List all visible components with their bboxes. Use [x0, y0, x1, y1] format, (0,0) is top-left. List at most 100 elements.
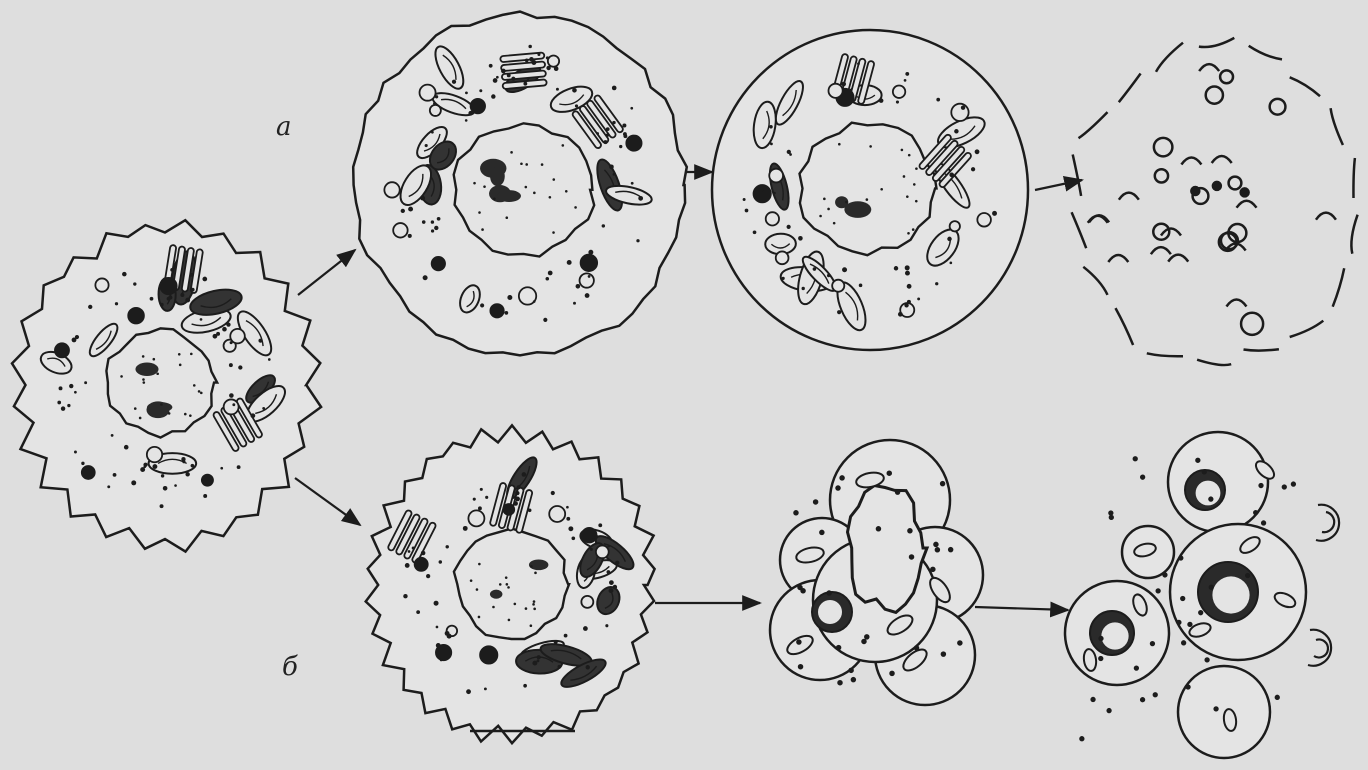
ribosome	[1151, 642, 1154, 645]
ribosome	[606, 134, 609, 137]
ribosome	[1276, 696, 1279, 699]
ribosome	[416, 610, 420, 614]
nuclear-granule	[880, 188, 883, 191]
ribosome	[161, 474, 164, 477]
ribosome	[1181, 597, 1184, 600]
nuclear-granule	[552, 178, 555, 181]
nuclear-granule	[120, 375, 123, 378]
ribosome	[229, 363, 233, 367]
ribosome	[813, 267, 817, 271]
nuclear-granule	[565, 190, 568, 193]
organelle-remnant	[1153, 224, 1169, 240]
ribosome	[465, 119, 468, 122]
ribosome	[630, 107, 633, 110]
ribosome	[799, 665, 802, 668]
nuclear-granule	[533, 192, 536, 195]
ribosome	[1100, 637, 1103, 640]
ribosome	[1178, 621, 1181, 624]
membrane-fragment	[1079, 112, 1108, 138]
nuclear-granule	[153, 358, 156, 361]
membrane-fragment	[1073, 155, 1081, 196]
ribosome	[613, 585, 617, 589]
ribosome	[174, 484, 177, 487]
ribosome	[133, 282, 136, 285]
nuclear-granule	[492, 606, 495, 609]
ribosome	[1187, 686, 1190, 689]
chromatin	[146, 401, 169, 418]
ribosome	[203, 494, 207, 498]
ribosome	[770, 142, 773, 145]
vesicle	[581, 596, 593, 608]
nuclear-granule	[184, 413, 187, 416]
ribosome	[896, 100, 899, 103]
organelle-remnant	[1199, 64, 1219, 71]
membrane-fragment	[1197, 360, 1231, 365]
vesicle	[548, 55, 559, 66]
ribosome	[576, 284, 581, 289]
ribosome	[81, 462, 84, 465]
ribosome	[1108, 709, 1111, 712]
ribosome	[609, 580, 614, 585]
nuclear-granule	[552, 231, 555, 234]
ribosome	[222, 327, 227, 332]
ribosome	[573, 302, 576, 305]
ribosome	[814, 500, 817, 503]
ribosome	[612, 121, 615, 124]
ribosome	[537, 53, 540, 56]
nuclear-granule	[912, 228, 915, 231]
nuclear-granule	[819, 215, 822, 218]
ribosome	[555, 641, 558, 644]
ribosome	[238, 365, 242, 369]
nuclear-granule	[827, 208, 830, 211]
ribosome	[167, 280, 170, 283]
ribosome	[84, 381, 87, 384]
ribosome	[782, 277, 785, 280]
ribosome	[551, 491, 555, 495]
nuclear-granule	[901, 149, 904, 152]
ribosome	[1196, 459, 1199, 462]
ribosome	[877, 527, 880, 530]
ribosome	[426, 574, 430, 578]
ribosome	[905, 265, 910, 270]
ribosome	[423, 275, 428, 280]
ribosome	[202, 277, 207, 282]
vesicle	[147, 447, 162, 462]
ribosome	[949, 173, 954, 178]
vesicle	[580, 273, 594, 287]
necrosis-swelling-cell	[353, 12, 687, 356]
nuclear-granule	[505, 576, 508, 579]
ribosome	[1283, 486, 1286, 489]
organelle-remnant	[1237, 201, 1257, 208]
nuclear-granule	[478, 211, 481, 214]
ribosome	[1157, 589, 1160, 592]
ribosome	[915, 646, 918, 649]
ribosome	[575, 104, 578, 107]
nuclear-granule	[506, 583, 509, 586]
necrosis-lysis-cell	[712, 30, 1028, 350]
vesicle	[55, 343, 69, 357]
nuclear-granule	[139, 417, 142, 420]
ribosome	[1203, 470, 1206, 473]
nuclear-granule	[168, 412, 171, 415]
ribosome	[564, 634, 568, 638]
ribosome	[440, 658, 443, 661]
ribosome	[431, 229, 434, 232]
vesicle	[384, 182, 399, 197]
ribosome	[820, 531, 823, 534]
ribosome	[517, 485, 521, 489]
ribosome	[954, 129, 958, 133]
ribosome	[842, 92, 845, 95]
ribosome	[865, 635, 868, 638]
ribosome	[465, 91, 468, 94]
ribosome	[583, 626, 588, 631]
ribosome	[931, 568, 934, 571]
ribosome	[537, 655, 541, 659]
ribosome	[529, 57, 533, 61]
ribosome	[528, 509, 532, 513]
ribosome	[787, 150, 791, 154]
nuclear-granule	[505, 216, 508, 219]
ribosome	[408, 550, 411, 553]
membrane-fragment	[1244, 349, 1279, 350]
nuclear-granule	[915, 167, 918, 170]
ribosome	[907, 300, 911, 304]
